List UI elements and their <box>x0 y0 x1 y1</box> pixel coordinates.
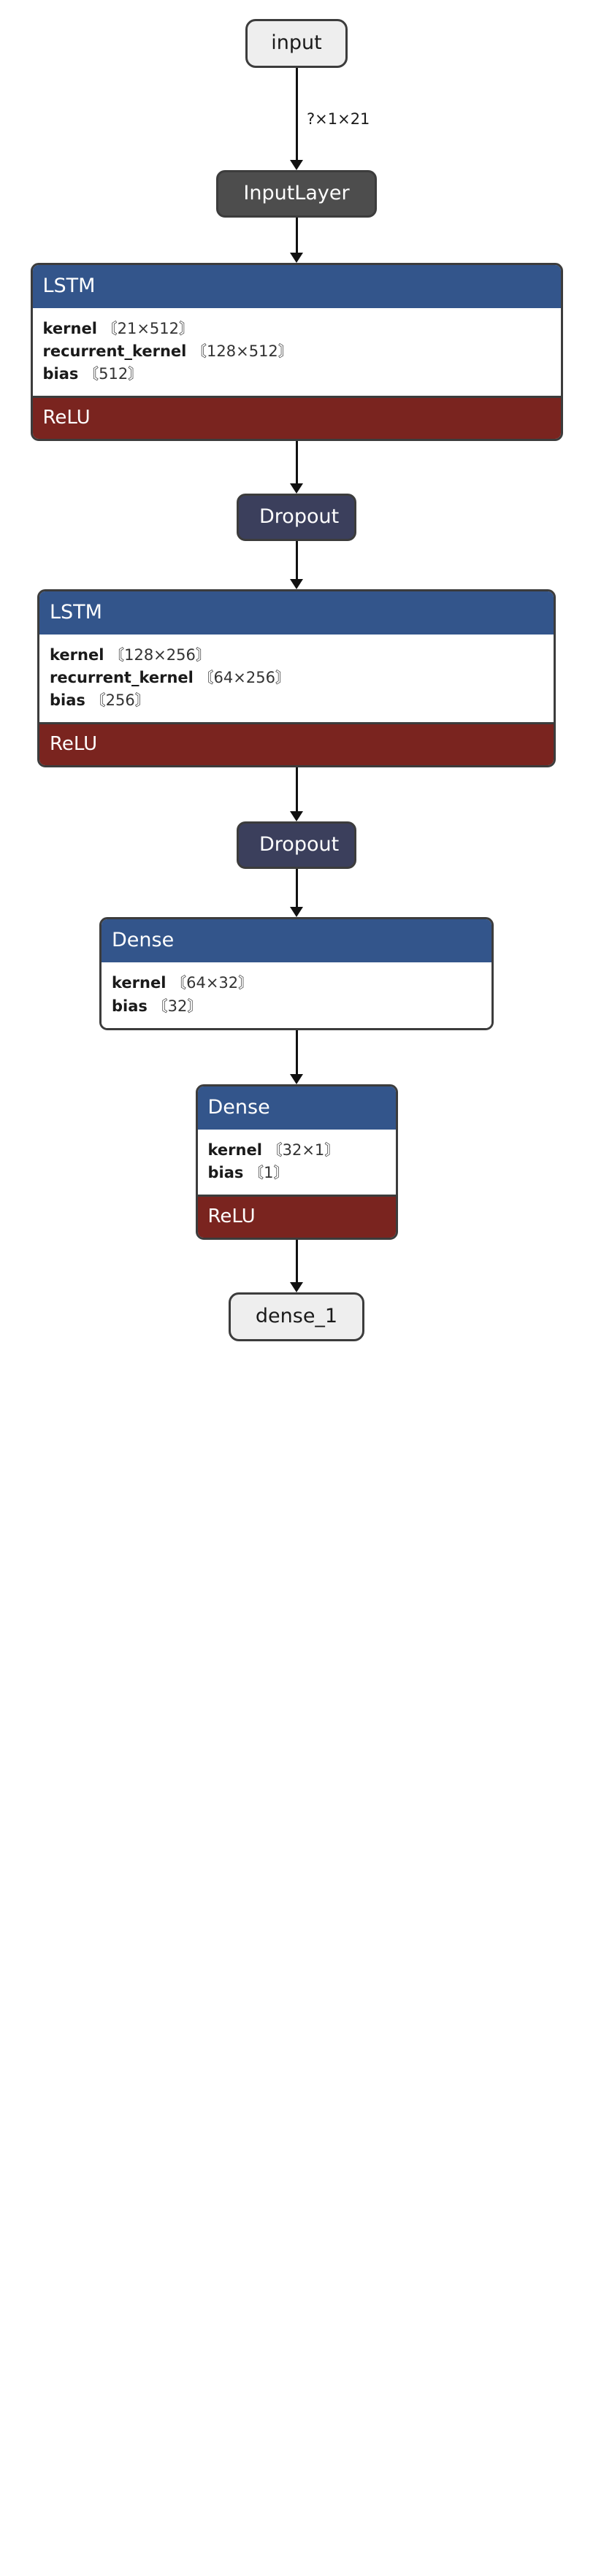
param-shape: 〘64×256〙 <box>198 669 291 687</box>
node-lstm-2[interactable]: LSTM kernel 〘128×256〙 recurrent_kernel 〘… <box>37 589 556 768</box>
arrowhead-icon <box>290 579 303 590</box>
edge-stem <box>295 869 298 908</box>
edge-lstm2-to-dropout2 <box>0 767 593 822</box>
edge-dense1-to-dense2 <box>0 1030 593 1084</box>
layer-params: kernel 〘128×256〙 recurrent_kernel 〘64×25… <box>39 635 554 723</box>
node-output[interactable]: dense_1 <box>229 1292 364 1341</box>
node-input-layer-label: InputLayer <box>243 182 350 204</box>
param-name: kernel <box>207 1141 262 1159</box>
param-shape: 〘21×512〙 <box>102 320 194 337</box>
param-row: kernel 〘21×512〙 <box>43 318 551 340</box>
edge-inputlayer-to-lstm1 <box>0 218 593 263</box>
arrowhead-icon <box>290 483 303 494</box>
param-shape: 〘32×1〙 <box>267 1141 340 1159</box>
node-dense-2[interactable]: Dense kernel 〘32×1〙 bias 〘1〙 ReLU <box>195 1084 398 1240</box>
param-name: recurrent_kernel <box>50 669 194 687</box>
node-dropout-1-label: Dropout <box>259 505 340 529</box>
node-input[interactable]: input <box>245 19 348 68</box>
param-shape: 〘32〙 <box>152 997 203 1015</box>
edge-stem <box>295 1030 298 1074</box>
edge-dropout2-to-dense1 <box>0 869 593 918</box>
node-input-layer[interactable]: InputLayer <box>216 170 377 218</box>
arrowhead-icon <box>290 1281 303 1292</box>
edge-label-shape: ?×1×21 <box>307 110 370 128</box>
edge-stem <box>295 767 298 812</box>
edge-stem <box>295 441 298 484</box>
param-row: recurrent_kernel 〘128×512〙 <box>43 340 551 363</box>
edge-dropout1-to-lstm2 <box>0 541 593 590</box>
node-dropout-2-label: Dropout <box>259 833 340 856</box>
param-row: kernel 〘32×1〙 <box>208 1139 386 1162</box>
layer-title: Dense <box>197 1086 396 1130</box>
activation-bar: ReLU <box>197 1194 396 1238</box>
param-shape: 〘1〙 <box>248 1163 289 1181</box>
layer-title: LSTM <box>32 265 561 308</box>
param-shape: 〘64×32〙 <box>171 974 254 992</box>
edge-stem <box>295 541 298 580</box>
arrowhead-icon <box>290 907 303 918</box>
param-name: bias <box>112 997 148 1015</box>
param-shape: 〘256〙 <box>90 691 150 710</box>
layer-title: LSTM <box>39 591 554 635</box>
param-shape: 〘128×256〙 <box>109 646 211 664</box>
param-row: bias 〘256〙 <box>50 689 543 712</box>
arrowhead-icon <box>290 253 303 263</box>
param-name: bias <box>42 365 79 383</box>
layer-params: kernel 〘64×32〙 bias 〘32〙 <box>102 962 491 1028</box>
node-lstm-1[interactable]: LSTM kernel 〘21×512〙 recurrent_kernel 〘1… <box>30 263 563 442</box>
edge-stem <box>295 218 298 253</box>
edge-stem <box>295 68 298 160</box>
activation-bar: ReLU <box>32 396 561 440</box>
layer-title: Dense <box>102 919 491 963</box>
edge-dense2-to-output <box>0 1239 593 1292</box>
param-name: kernel <box>112 974 167 992</box>
arrowhead-icon <box>290 1073 303 1084</box>
edge-stem <box>295 1239 298 1282</box>
arrowhead-icon <box>290 811 303 822</box>
param-row: recurrent_kernel 〘64×256〙 <box>50 667 543 689</box>
param-shape: 〘512〙 <box>83 365 144 383</box>
param-name: kernel <box>42 320 97 337</box>
param-name: recurrent_kernel <box>42 342 187 361</box>
layer-params: kernel 〘32×1〙 bias 〘1〙 <box>197 1129 396 1195</box>
param-name: bias <box>207 1163 244 1181</box>
param-row: bias 〘32〙 <box>112 995 481 1018</box>
node-output-label: dense_1 <box>255 1304 338 1327</box>
param-row: kernel 〘64×32〙 <box>112 972 481 994</box>
node-input-label: input <box>271 31 322 54</box>
edge-input-to-inputlayer: ?×1×21 <box>0 68 593 170</box>
param-row: bias 〘1〙 <box>208 1162 386 1184</box>
edge-lstm1-to-dropout1 <box>0 441 593 494</box>
node-dense-1[interactable]: Dense kernel 〘64×32〙 bias 〘32〙 <box>99 917 494 1030</box>
param-row: bias 〘512〙 <box>43 363 551 386</box>
layer-params: kernel 〘21×512〙 recurrent_kernel 〘128×51… <box>32 308 561 396</box>
param-name: kernel <box>50 646 104 664</box>
param-name: bias <box>50 691 85 710</box>
arrowhead-icon <box>290 160 303 170</box>
activation-bar: ReLU <box>39 722 554 766</box>
param-row: kernel 〘128×256〙 <box>50 644 543 667</box>
node-dropout-2[interactable]: Dropout <box>237 821 356 870</box>
node-dropout-1[interactable]: Dropout <box>237 494 356 542</box>
param-shape: 〘128×512〙 <box>191 342 294 361</box>
